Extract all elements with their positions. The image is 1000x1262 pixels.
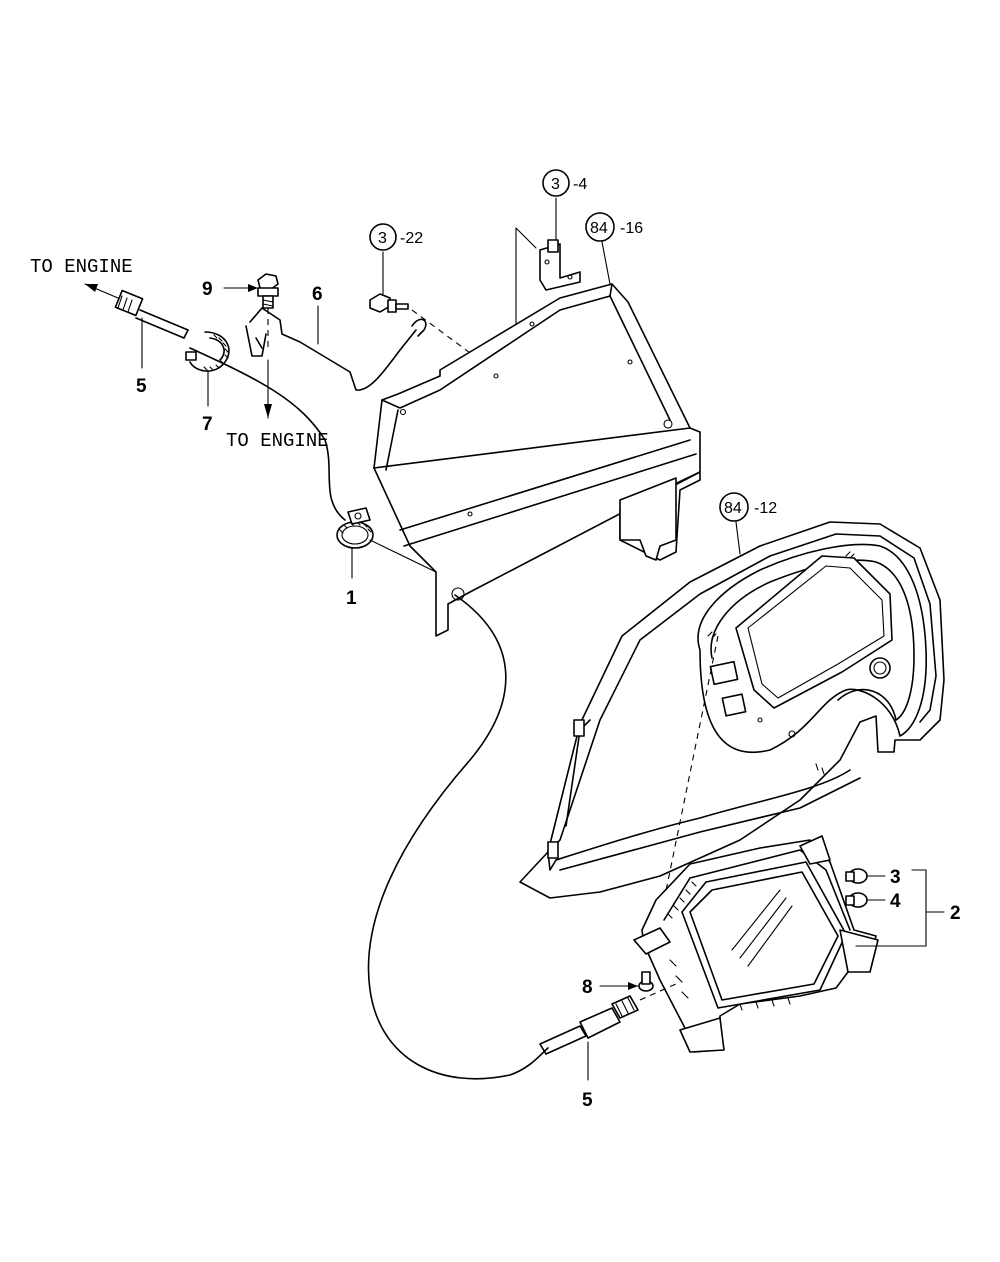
bracket-3-4 — [539, 239, 581, 291]
part-6-label: 6 — [312, 284, 323, 305]
part-9-label: 9 — [202, 279, 213, 300]
to-engine-arrow-bottom — [264, 359, 272, 419]
part-4-label: 4 — [890, 891, 901, 912]
ref-circle-84-12 — [719, 492, 749, 522]
alignment-dash — [659, 635, 719, 921]
dash-cover-84-12 — [519, 521, 945, 899]
to-engine-label-top: TO ENGINE — [30, 256, 133, 278]
bracket-3-4-guide — [515, 227, 537, 249]
ref-84-12-circle-text: 84 — [724, 500, 742, 517]
part-7-label: 7 — [202, 414, 213, 435]
speedometer-cable-lower — [367, 594, 549, 1080]
to-engine-label-bottom: TO ENGINE — [226, 430, 329, 452]
speedometer-cable — [189, 347, 346, 521]
ref-84-16-circle-text: 84 — [590, 220, 608, 237]
part-5-label-top: 5 — [136, 376, 147, 397]
bulb-4 — [845, 892, 868, 908]
clip-1-guide — [369, 539, 437, 573]
ref-circle-3-22 — [369, 223, 397, 251]
cable-clip-1 — [336, 507, 374, 549]
part-1-label: 1 — [346, 588, 357, 609]
screw-8 — [638, 971, 654, 992]
part-2-label: 2 — [950, 903, 961, 924]
leader-84-12 — [735, 521, 741, 555]
ref-circle-3-4 — [542, 169, 570, 197]
part-8-label: 8 — [582, 977, 593, 998]
bulb-3 — [845, 868, 868, 884]
part-3-label: 3 — [890, 867, 901, 888]
ref-3-22-circle-text: 3 — [378, 230, 387, 247]
ref-3-4-suffix: -4 — [573, 176, 587, 193]
band-clamp-7 — [185, 331, 230, 372]
bolt-9 — [257, 273, 279, 309]
ref-circle-84-16 — [585, 212, 615, 242]
leader-84-16 — [601, 241, 611, 285]
ref-84-12-suffix: -12 — [754, 500, 777, 517]
ref-3-22-suffix: -22 — [400, 230, 423, 247]
part-5-label-bottom: 5 — [582, 1090, 593, 1111]
ref-3-4-circle-text: 3 — [551, 176, 560, 193]
rod-6 — [245, 307, 427, 391]
to-engine-arrow-top — [84, 283, 119, 299]
cable-end-top — [114, 289, 189, 339]
bracket-part-2 — [855, 869, 927, 947]
instrument-meter-2 — [633, 835, 879, 1053]
upper-panel-84-16 — [373, 283, 701, 637]
cable-end-bottom — [539, 983, 677, 1055]
ref-84-16-suffix: -16 — [620, 220, 643, 237]
bolt-3-22 — [369, 293, 409, 313]
